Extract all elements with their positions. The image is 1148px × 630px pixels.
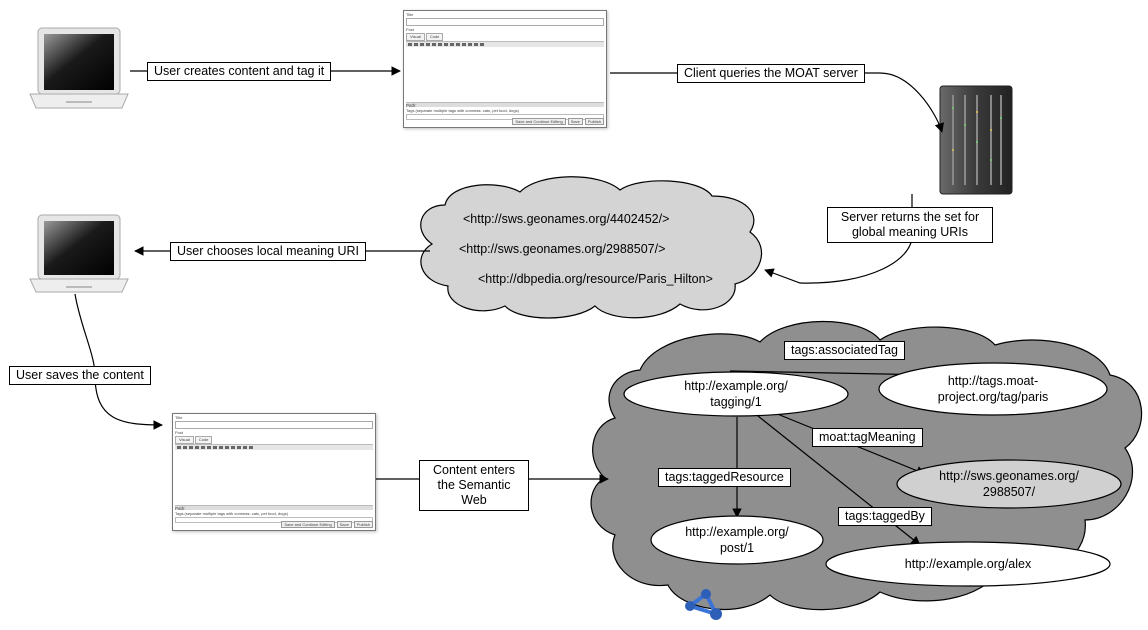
editor-tags-hint: Tags (separate multiple tags with commas… xyxy=(406,108,519,113)
meaning-uri-1: <http://sws.geonames.org/4402452/> xyxy=(463,212,670,226)
editor-publish-button: Publish xyxy=(353,521,373,528)
editor-tags-input xyxy=(175,517,373,523)
editor-tabs: Visual Code xyxy=(406,33,444,41)
label-user-chooses: User chooses local meaning URI xyxy=(170,242,367,261)
editor-buttons: Save and Continue Editing Save Publish xyxy=(281,521,373,528)
node-geonames-ellipse xyxy=(896,459,1122,509)
editor-screenshot-bottom: Title Post Visual Code Path: Tags (separ… xyxy=(172,413,376,531)
edge-label-tagged-resource: tags:taggedResource xyxy=(658,468,791,487)
meaning-uri-3: <http://dbpedia.org/resource/Paris_Hilto… xyxy=(478,272,713,286)
editor-save-button: Save xyxy=(336,521,352,528)
server-icon xyxy=(939,85,1013,195)
editor-screenshot-top: Title Post Visual Code Path: Tags (separ… xyxy=(403,10,607,128)
laptop-icon-middle xyxy=(29,214,129,293)
laptop-icon-top xyxy=(29,27,129,109)
label-client-queries: Client queries the MOAT server xyxy=(677,64,865,83)
editor-publish-button: Publish xyxy=(584,118,604,125)
node-alex-ellipse xyxy=(825,541,1111,587)
arrow-save xyxy=(74,293,163,430)
editor-save-continue-button: Save and Continue Editing xyxy=(512,118,566,125)
label-content-enters: Content enters the Semantic Web xyxy=(419,460,529,511)
node-alex: http://example.org/alex xyxy=(904,557,1032,571)
editor-body xyxy=(406,47,604,102)
editor-post-label: Post xyxy=(406,27,415,32)
editor-buttons: Save and Continue Editing Save Publish xyxy=(512,118,604,125)
editor-tags-hint: Tags (separate multiple tags with commas… xyxy=(175,511,288,516)
label-user-saves: User saves the content xyxy=(9,366,151,385)
editor-title-label: Title xyxy=(175,415,183,420)
editor-save-continue-button: Save and Continue Editing xyxy=(281,521,335,528)
arrow-query xyxy=(610,72,944,133)
editor-tags-input xyxy=(406,114,604,120)
semantic-web-logo-icon xyxy=(685,589,722,620)
editor-path-bar: Path: xyxy=(406,102,604,108)
meaning-uri-2: <http://sws.geonames.org/2988507/> xyxy=(459,242,666,256)
editor-title-label: Title xyxy=(406,12,414,17)
editor-path-label: Path: xyxy=(175,506,186,511)
node-post-ellipse xyxy=(650,515,824,565)
edge-label-tagged-by: tags:taggedBy xyxy=(838,507,932,526)
editor-tabs: Visual Code xyxy=(175,436,213,444)
editor-post-label: Post xyxy=(175,430,184,435)
editor-tab-visual: Visual xyxy=(406,33,425,41)
editor-title-input xyxy=(175,421,373,429)
node-tagging-ellipse xyxy=(623,371,849,417)
edge-label-tag-meaning: moat:tagMeaning xyxy=(812,428,923,447)
node-tag: http://tags.moat- project.org/tag/paris xyxy=(937,374,1049,404)
node-tagging: http://example.org/ tagging/1 xyxy=(684,379,788,409)
label-user-creates: User creates content and tag it xyxy=(147,62,332,81)
editor-body xyxy=(175,450,373,505)
label-server-returns: Server returns the set for global meanin… xyxy=(827,207,993,243)
editor-tab-visual: Visual xyxy=(175,436,194,444)
editor-path-label: Path: xyxy=(406,103,417,108)
editor-tab-code: Code xyxy=(194,436,213,444)
editor-title-input xyxy=(406,18,604,26)
editor-tab-code: Code xyxy=(425,33,444,41)
meaning-uris-cloud xyxy=(420,176,763,319)
node-post: http://example.org/ post/1 xyxy=(685,525,789,555)
node-tag-ellipse xyxy=(878,362,1108,416)
edge-label-associated-tag: tags:associatedTag xyxy=(784,341,906,360)
node-geonames: http://sws.geonames.org/ 2988507/ xyxy=(939,469,1079,499)
editor-path-bar: Path: xyxy=(175,505,373,511)
editor-save-button: Save xyxy=(567,118,583,125)
